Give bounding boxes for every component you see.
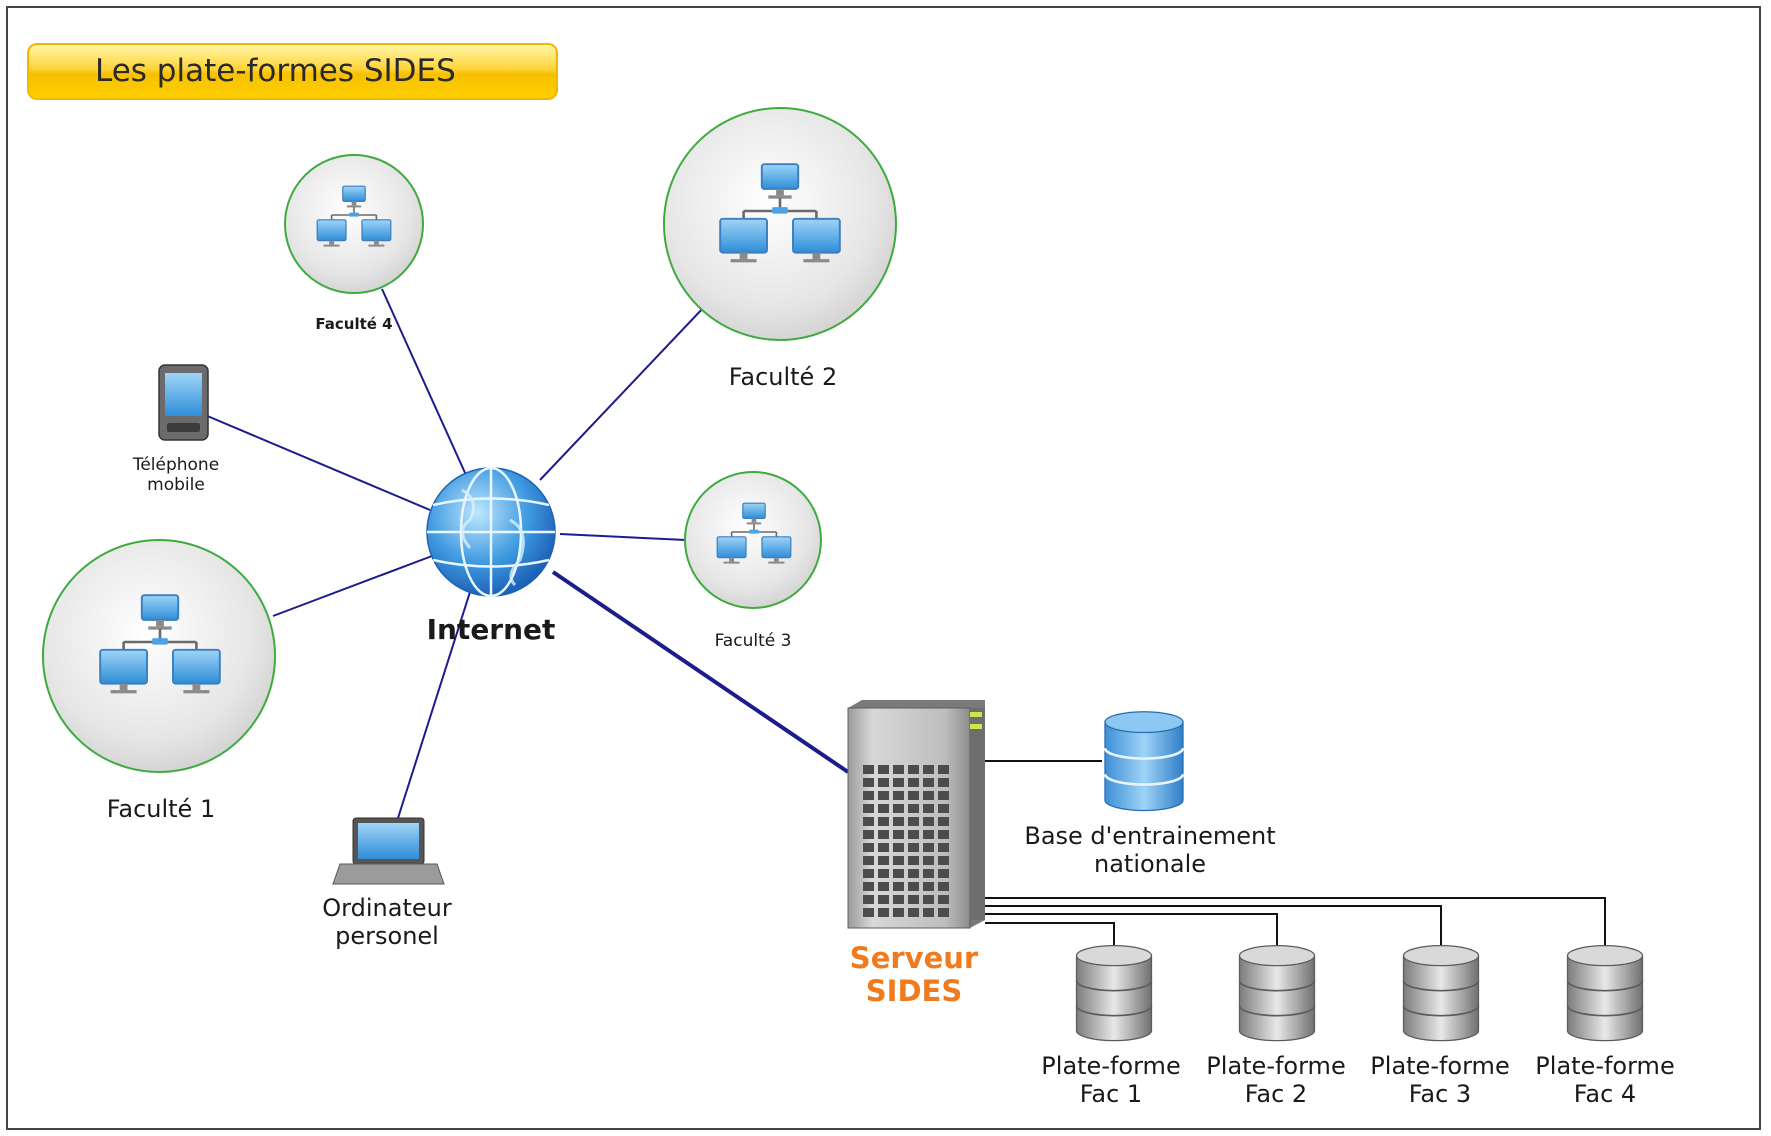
link-ordinateur: [397, 591, 471, 819]
faculte4-label: Faculté 4: [315, 315, 393, 333]
faculte3-node: [684, 471, 822, 609]
link-platform-1: [985, 922, 1115, 948]
ordinateur-label: Ordinateur personel: [322, 894, 452, 950]
link-faculte4: [381, 288, 467, 476]
faculte2-label: Faculté 2: [728, 363, 838, 391]
platform-db-icon-1: [1075, 944, 1153, 1042]
platform-db-icon-2: [1238, 944, 1316, 1042]
link-platform-2: [985, 913, 1278, 948]
faculte4-node: [284, 154, 424, 294]
platform-db-icon-3: [1402, 944, 1480, 1042]
link-faculte2: [539, 305, 706, 481]
faculte3-label: Faculté 3: [714, 631, 792, 651]
link-serveur: [551, 570, 850, 774]
base-label: Base d'entrainement nationale: [1024, 822, 1276, 878]
database-icon: [1103, 710, 1185, 812]
link-platform-3: [985, 905, 1442, 948]
server-links: [985, 760, 1606, 948]
platform-db-icon-4: [1566, 944, 1644, 1042]
link-platform-4: [985, 897, 1606, 948]
link-telephone: [204, 414, 431, 511]
laptop-icon: [332, 817, 445, 885]
telephone-label: Téléphone mobile: [132, 455, 220, 495]
title-banner: Les plate-formes SIDES: [27, 43, 558, 100]
server-icon: [847, 700, 985, 929]
platform-label-1: Plate-forme Fac 1: [1041, 1052, 1181, 1108]
serveur-label: Serveur SIDES: [849, 941, 979, 1009]
platform-label-3: Plate-forme Fac 3: [1370, 1052, 1510, 1108]
faculte1-label: Faculté 1: [106, 795, 216, 823]
internet-label: Internet: [426, 613, 556, 646]
platform-label-2: Plate-forme Fac 2: [1206, 1052, 1346, 1108]
faculte1-node: [42, 539, 276, 773]
phone-icon: [158, 364, 209, 441]
globe-icon: [426, 466, 556, 598]
internet-links: [204, 288, 850, 819]
platform-label-4: Plate-forme Fac 4: [1535, 1052, 1675, 1108]
faculte2-node: [663, 107, 897, 341]
link-faculte1: [272, 555, 433, 617]
link-faculte3: [559, 533, 687, 541]
diagram-title: Les plate-formes SIDES: [95, 53, 456, 89]
